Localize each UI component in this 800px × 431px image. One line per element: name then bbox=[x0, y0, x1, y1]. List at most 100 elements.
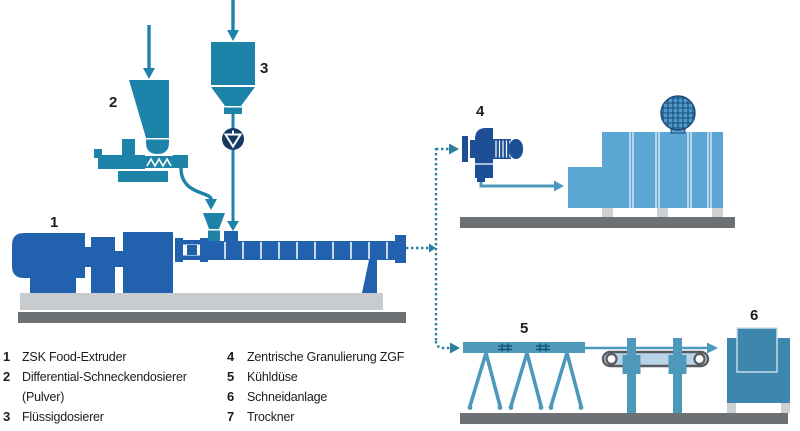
flow-lines bbox=[406, 143, 460, 354]
label-cooling-nozzle: 5 bbox=[520, 320, 528, 337]
legend-item: Kühldüse bbox=[247, 370, 298, 384]
inlet-funnel bbox=[203, 213, 225, 229]
granulator: 4 bbox=[462, 103, 564, 192]
machine-leg bbox=[657, 208, 668, 217]
label-cutting-system: 6 bbox=[750, 307, 758, 324]
legend-item: Trockner bbox=[247, 410, 294, 424]
nozzle-tube bbox=[463, 342, 585, 353]
outlet-arrow-head bbox=[554, 180, 564, 192]
legend-num: 5 bbox=[227, 369, 234, 384]
machine-leg bbox=[727, 403, 736, 413]
die-plate bbox=[395, 235, 406, 263]
legend-num: 4 bbox=[227, 349, 235, 364]
post-bracket bbox=[668, 355, 687, 374]
cutting-system: 6 bbox=[460, 307, 790, 424]
conveyor bbox=[585, 338, 718, 414]
extruder: 1 bbox=[12, 213, 406, 323]
feeder-top-block bbox=[122, 139, 135, 156]
pump-icon bbox=[222, 128, 244, 150]
legend-num: 7 bbox=[227, 409, 234, 424]
barrel-support bbox=[362, 260, 377, 293]
outlet-arrow-line bbox=[479, 182, 554, 188]
legend: 1 ZSK Food-Extruder 2 Differential-Schne… bbox=[3, 349, 405, 424]
machine-leg bbox=[602, 208, 613, 217]
motor-foot bbox=[30, 278, 76, 293]
ground-bar bbox=[460, 217, 735, 228]
flow-arrow-head bbox=[707, 342, 718, 354]
tripod-foot bbox=[538, 405, 544, 410]
legend-item: Differential-Schneckendosierer bbox=[22, 370, 187, 384]
dotted-arrow-head bbox=[450, 342, 460, 354]
legend-num: 6 bbox=[227, 389, 234, 404]
coupling bbox=[85, 247, 91, 267]
frame-block bbox=[187, 245, 197, 255]
feed-arrow-head bbox=[143, 68, 155, 79]
outlet bbox=[477, 178, 485, 182]
label-extruder: 1 bbox=[50, 214, 58, 231]
machine-leg bbox=[712, 208, 723, 217]
label-liquid-doser: 3 bbox=[260, 60, 268, 77]
legend-item: (Pulver) bbox=[22, 390, 64, 404]
legend-num: 1 bbox=[3, 349, 10, 364]
flange bbox=[200, 238, 208, 262]
frame-top bbox=[183, 240, 200, 245]
dotted-line-down bbox=[434, 340, 450, 350]
granulator-body bbox=[475, 128, 493, 178]
barrel bbox=[208, 241, 395, 260]
grid-lines bbox=[661, 96, 695, 130]
dotted-arrow-head bbox=[449, 143, 459, 155]
hopper-outlet bbox=[224, 107, 242, 114]
barrel-segments bbox=[224, 242, 388, 259]
conveyor-post bbox=[673, 338, 682, 414]
flange-mark bbox=[536, 343, 550, 352]
legend-item: ZSK Food-Extruder bbox=[22, 350, 126, 364]
feeder-end-block bbox=[173, 155, 188, 168]
machine-leg bbox=[781, 403, 790, 413]
legend-item: Schneidanlage bbox=[247, 390, 327, 404]
liquid-port bbox=[224, 231, 238, 241]
discharge-arrow-head bbox=[205, 199, 217, 210]
coupling bbox=[115, 251, 123, 267]
frame-bottom bbox=[183, 255, 200, 260]
post-bracket bbox=[622, 355, 641, 374]
screw-doser: 2 bbox=[94, 80, 217, 210]
flange bbox=[175, 238, 183, 262]
ground-bar bbox=[460, 413, 788, 424]
discharge-curve bbox=[179, 167, 213, 200]
ground-bar bbox=[18, 312, 406, 323]
gearbox-1 bbox=[91, 237, 115, 293]
motor-ribs bbox=[495, 140, 511, 158]
tripod-foot bbox=[467, 405, 473, 410]
tripod-foot bbox=[497, 405, 503, 410]
inlet-funnel-neck bbox=[208, 230, 220, 241]
screw-zigzag bbox=[146, 157, 172, 168]
hopper-cap bbox=[146, 139, 169, 154]
dryer-body bbox=[602, 132, 723, 208]
gearbox-2 bbox=[123, 232, 173, 293]
liquid-doser: 3 bbox=[211, 42, 268, 231]
legend-num: 3 bbox=[3, 409, 10, 424]
legend-item: Zentrische Granulierung ZGF bbox=[247, 350, 405, 364]
legend-item: Flüssigdosierer bbox=[22, 410, 104, 424]
hopper-body bbox=[211, 42, 255, 85]
motor-cap bbox=[509, 139, 523, 159]
dotted-arrow-head bbox=[429, 243, 436, 253]
feeder-motor bbox=[98, 155, 145, 169]
front-plate bbox=[470, 140, 475, 158]
pipe-arrow-head bbox=[227, 221, 239, 231]
label-granulator: 4 bbox=[476, 103, 485, 120]
flange-mark bbox=[498, 343, 512, 352]
label-screw-doser: 2 bbox=[109, 94, 117, 111]
cutter-door bbox=[736, 327, 778, 373]
feed-arrows bbox=[143, 0, 239, 79]
tripod-supports bbox=[467, 352, 584, 410]
hopper-body bbox=[129, 80, 169, 138]
fan-ball-grid bbox=[661, 96, 695, 130]
front-plate bbox=[462, 136, 468, 162]
tripod-foot bbox=[508, 405, 514, 410]
feed-arrow-head bbox=[227, 30, 239, 41]
belt bbox=[601, 350, 710, 368]
conveyor-post bbox=[627, 338, 636, 414]
